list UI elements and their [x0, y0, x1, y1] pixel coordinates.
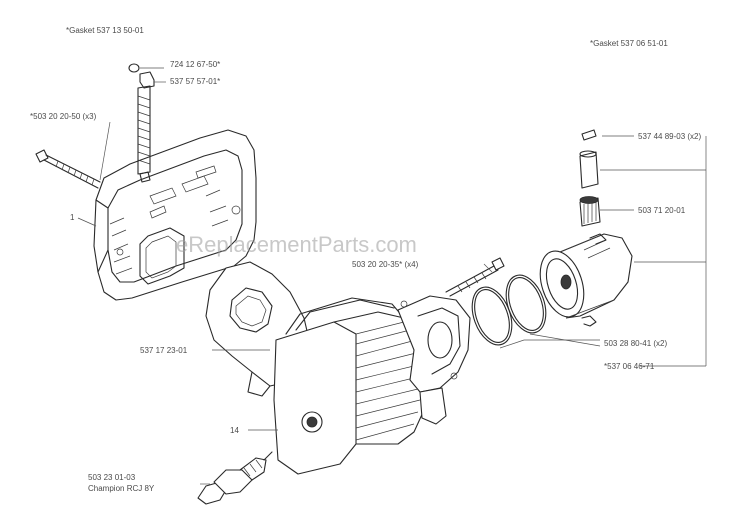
label-plug-number: 503 23 01-03: [88, 473, 136, 482]
label-ring-clip: 537 44 89-03 (x2): [638, 132, 701, 141]
label-screw-upper: 724 12 67-50*: [170, 60, 220, 69]
watermark: eReplacementParts.com: [176, 232, 417, 257]
label-bearing: 503 71 20-01: [638, 206, 686, 215]
gasket-left-header: *Gasket 537 13 50-01: [66, 26, 144, 35]
label-cylinder-screw: 503 20 20-35* (x4): [352, 260, 419, 269]
leader-lines: [77, 67, 707, 485]
label-muffler-screw: *503 20 20-50 (x3): [30, 112, 97, 121]
label-plug-name: Champion RCJ 8Y: [88, 484, 155, 493]
clip-upper: [589, 233, 607, 245]
label-piston-rings: 503 28 80-41 (x2): [604, 339, 667, 348]
label-spring-clip: 537 57 57-01*: [170, 77, 220, 86]
muffler-part: [93, 129, 257, 301]
muffler-bolt: [35, 149, 101, 189]
cylinder-screw: [445, 257, 505, 297]
label-gasket-plate: 537 17 23-01: [140, 346, 188, 355]
spark-plug-part: [197, 451, 273, 505]
label-piston-assy: *537 06 46-71: [604, 362, 655, 371]
label-cylinder-ref: 14: [230, 426, 239, 435]
piston-rings-part: [471, 274, 547, 346]
piston-part: [539, 233, 633, 319]
label-muffler-ref: 1: [70, 213, 75, 222]
bearing-part: [579, 196, 601, 227]
circlip-lower: [581, 315, 597, 327]
ring-clip-part: [581, 129, 597, 141]
cylinder-part: [273, 295, 471, 475]
spring-clip-part: [128, 63, 155, 183]
gasket-right-header: *Gasket 537 06 51-01: [590, 39, 668, 48]
piston-pin-part: [579, 150, 599, 189]
